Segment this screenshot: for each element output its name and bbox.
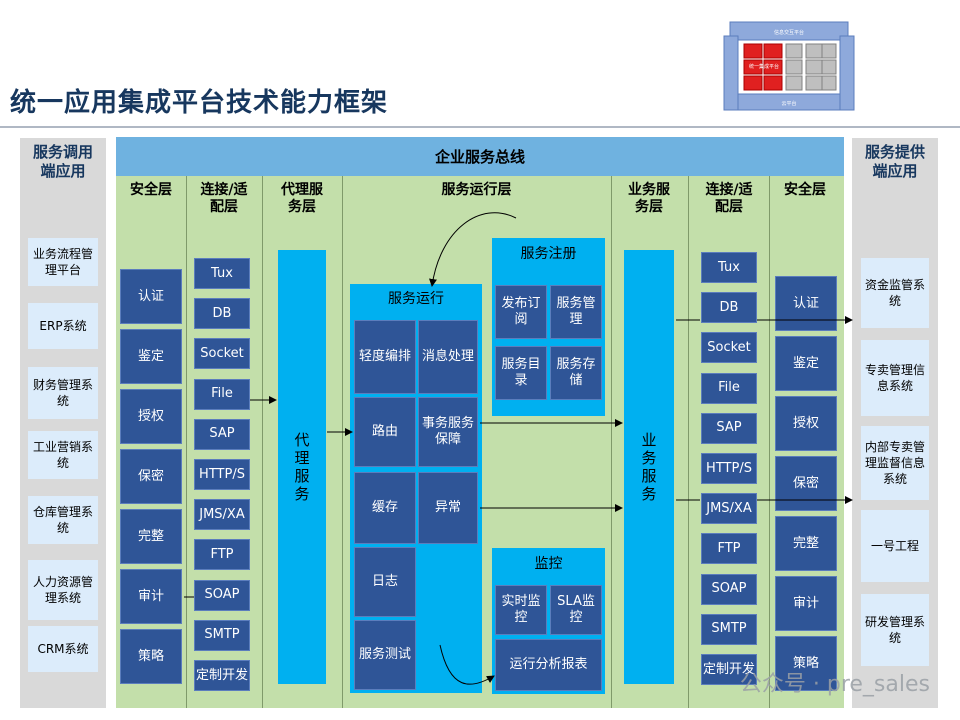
- watermark-text: 公众号 · pre_sales: [740, 666, 930, 698]
- curved-arrow-registry: [432, 213, 516, 286]
- curved-arrow-report: [440, 645, 494, 684]
